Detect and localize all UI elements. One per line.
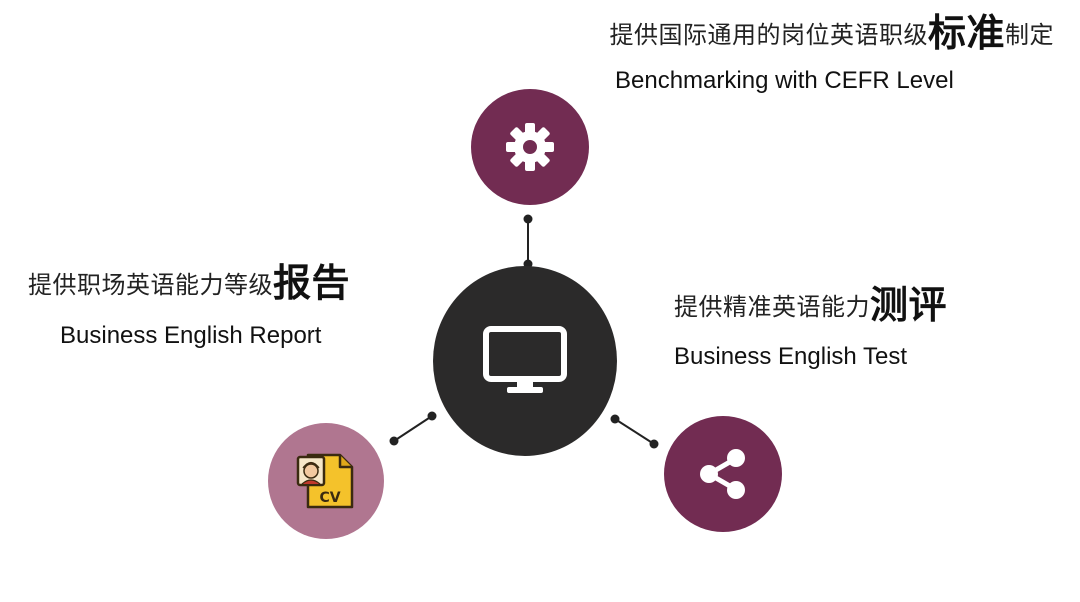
monitor-icon xyxy=(483,326,567,393)
top-node-circle xyxy=(471,89,589,205)
gear-icon xyxy=(506,123,554,171)
cv-icon-text: CV xyxy=(319,490,340,506)
top-node-subtitle: Benchmarking with CEFR Level xyxy=(615,67,954,94)
top-node-title: 提供国际通用的岗位英语职级标准制定 xyxy=(609,2,1054,57)
top-title-prefix: 提供国际通用的岗位英语职级 xyxy=(609,21,928,49)
connector-top xyxy=(523,214,533,269)
connector-right xyxy=(610,414,659,449)
left-node-subtitle: Business English Report xyxy=(60,322,322,349)
cv-document-icon: CV xyxy=(296,453,354,509)
top-title-suffix: 制定 xyxy=(1005,21,1054,49)
center-node-circle xyxy=(433,266,617,456)
right-title-prefix: 提供精准英语能力 xyxy=(674,293,870,321)
connector-left xyxy=(389,411,437,446)
right-node-subtitle: Business English Test xyxy=(674,343,908,370)
right-node-title: 提供精准英语能力测评 xyxy=(674,274,947,329)
share-icon xyxy=(700,449,745,499)
left-node-circle: CV xyxy=(268,423,384,539)
right-title-emphasis: 测评 xyxy=(870,283,948,327)
top-title-emphasis: 标准 xyxy=(927,11,1005,55)
left-title-emphasis: 报告 xyxy=(273,261,351,305)
right-node-circle xyxy=(664,416,782,532)
left-title-prefix: 提供职场英语能力等级 xyxy=(28,271,273,299)
left-node-title: 提供职场英语能力等级报告 xyxy=(28,252,350,307)
